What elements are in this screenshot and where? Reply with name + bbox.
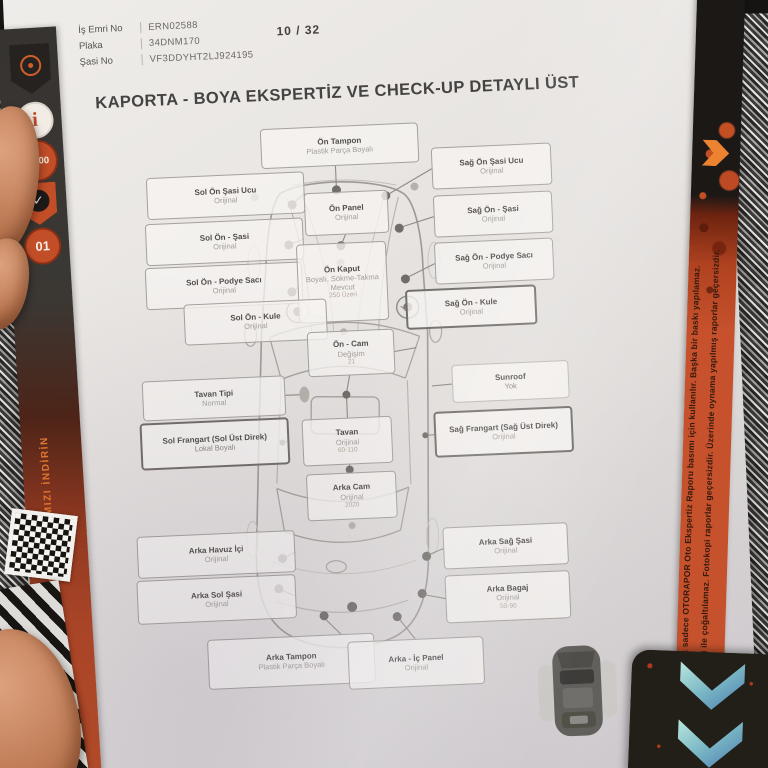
- part-box-sag-frangart: Sağ Frangart (Sağ Üst Direk) Orijinal: [433, 405, 575, 458]
- number-01-badge-icon: 01: [23, 226, 63, 266]
- part-status: Orijinal: [334, 212, 359, 223]
- part-status: Orijinal: [404, 662, 429, 673]
- part-title: Arka Cam: [332, 482, 371, 493]
- part-extra: 60-110: [337, 446, 358, 455]
- part-extra: 250 Üzeri: [329, 291, 358, 300]
- part-status: Orijinal: [481, 213, 506, 224]
- part-status: Orijinal: [492, 431, 516, 442]
- part-status: Orijinal: [494, 545, 518, 556]
- part-box-on-panel: Ön Panel Orijinal: [303, 189, 390, 237]
- part-status: Orijinal: [479, 165, 504, 176]
- part-box-sag-on-sasi-ucu: Sağ Ön Şasi Ucu Orijinal: [430, 142, 553, 190]
- part-box-arka-ic-panel: Arka - İç Panel Orijinal: [347, 635, 486, 690]
- shield-emblem-icon: [19, 54, 41, 76]
- double-chevron-down-icon: [677, 661, 746, 768]
- qr-code: [4, 508, 78, 582]
- part-box-tavan: Tavan Orijinal 60-110: [301, 415, 394, 467]
- part-extra: 21: [347, 358, 356, 366]
- part-box-sag-on-kule: Sağ Ön - Kule Orijinal: [404, 284, 538, 330]
- part-status: Boyalı, Sökme-Takma Mevcut: [305, 272, 379, 293]
- part-status: Orijinal: [244, 321, 268, 332]
- part-box-on-tampon: Ön Tampon Plastik Parça Boyalı: [259, 122, 420, 170]
- part-box-sol-on-sasi: Sol Ön - Şasi Orijinal: [144, 217, 305, 267]
- part-status: Orijinal: [213, 195, 238, 206]
- part-status: Normal: [201, 397, 227, 408]
- part-status: Orijinal: [459, 306, 484, 317]
- part-status: Plastik Parça Boyalı: [306, 144, 374, 157]
- part-title: Tavan: [335, 427, 359, 438]
- part-status: Orijinal: [212, 285, 237, 296]
- corner-tab: [627, 649, 768, 768]
- part-box-arka-havuz-ici: Arka Havuz İçi Orijinal: [136, 530, 297, 579]
- car-front-top-icon: [537, 645, 618, 737]
- part-status: Orijinal: [205, 598, 229, 609]
- part-extra: 50-90: [499, 601, 517, 610]
- part-status: Plastik Parça Boyalı: [258, 659, 326, 672]
- security-shield-badge-icon: [9, 43, 52, 95]
- part-status: Orijinal: [204, 553, 229, 564]
- part-box-sol-on-sasi-ucu: Sol Ön Şasi Ucu Orijinal: [145, 171, 306, 221]
- part-box-on-cam: Ön - Cam Değişim 21: [306, 328, 396, 378]
- part-status: Orijinal: [482, 260, 507, 271]
- part-extra: 2020: [344, 501, 360, 509]
- part-status: Yok: [504, 381, 518, 391]
- part-box-sol-frangart: Sol Frangart (Sol Üst Direk) Lokal Boyal…: [139, 417, 291, 471]
- part-box-sag-on-sasi: Sağ Ön - Şasi Orijinal: [432, 190, 554, 238]
- part-box-arka-sag-sasi: Arka Sağ Şasi Orijinal: [442, 522, 570, 570]
- part-box-tavan-tipi: Tavan Tipi Normal: [141, 375, 287, 422]
- part-box-sag-on-podye-saci: Sağ Ön - Podye Sacı Orijinal: [433, 237, 555, 285]
- part-box-arka-sol-sasi: Arka Sol Şasi Orijinal: [136, 574, 298, 625]
- part-status: Orijinal: [212, 241, 237, 252]
- part-box-arka-bagaj: Arka Bagaj Orijinal 50-90: [444, 570, 572, 624]
- part-box-sunroof: Sunroof Yok: [451, 359, 570, 404]
- part-status: Lokal Boyalı: [194, 442, 236, 454]
- part-box-arka-cam: Arka Cam Orijinal 2020: [305, 470, 398, 522]
